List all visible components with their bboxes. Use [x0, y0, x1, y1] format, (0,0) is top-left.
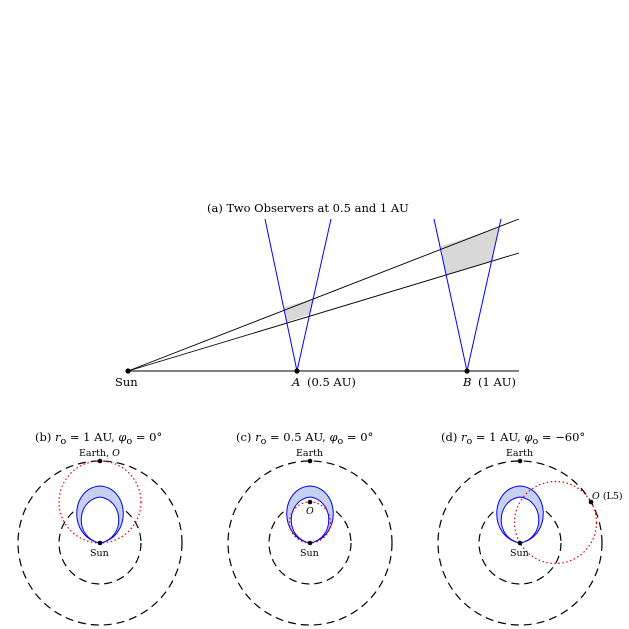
observer-b-point: [464, 368, 470, 374]
panel-a: (a) Two Observers at 0.5 and 1 AU Sun A …: [115, 201, 520, 389]
earth-label-d: Earth: [506, 448, 533, 459]
panel-d-title: (d) ro = 1 AU, φo = −60°: [441, 430, 585, 447]
panel-c-title: (c) ro = 0.5 AU, φo = 0°: [236, 430, 373, 447]
panel-b-title: (b) ro = 1 AU, φo = 0°: [35, 430, 162, 447]
cme-inner-c: [290, 496, 330, 544]
sun-point-c: [307, 540, 313, 546]
sightline-a-right: [296, 218, 332, 372]
observer-point-d: [588, 499, 594, 505]
earth-point-b: [97, 458, 103, 464]
earth-point-c: [307, 458, 313, 464]
panel-d: (d) ro = 1 AU, φo = −60° Earth O (L5) Su…: [437, 430, 623, 626]
sun-label-b: Sun: [90, 548, 109, 559]
observer-a-distance: (0.5 AU): [307, 375, 356, 389]
observer-a-point: [294, 368, 300, 374]
observer-label-c: O: [306, 506, 314, 517]
observer-point-c: [307, 499, 313, 505]
sun-label-d: Sun: [510, 548, 529, 559]
cme-inner-b: [80, 496, 120, 544]
sun-point: [125, 368, 131, 374]
earth-point-d: [517, 458, 523, 464]
sun-label-a: Sun: [115, 375, 138, 389]
orbit-1au-c: [227, 460, 393, 626]
orbit-05au-c: [268, 501, 352, 585]
sun-label-c: Sun: [300, 548, 319, 559]
observer-b-distance: (1 AU): [478, 375, 516, 389]
sightline-b-left: [433, 218, 468, 372]
observer-a-letter: A: [291, 375, 300, 389]
sun-point-d: [517, 540, 523, 546]
sun-point-b: [97, 540, 103, 546]
orbit-05au-b: [58, 501, 142, 585]
observer-b-letter: B: [462, 375, 471, 389]
ray-upper: [127, 218, 520, 372]
sightline-a-left: [264, 218, 298, 372]
observer-circle-d: [513, 480, 598, 565]
earth-label-c: Earth: [296, 448, 323, 459]
observer-label-d: O (L5): [592, 491, 623, 502]
orbit-05au-d: [478, 501, 562, 585]
panel-b: (b) ro = 1 AU, φo = 0° Earth, O Sun: [17, 430, 183, 626]
cme-inner-d: [500, 496, 540, 544]
sightline-b-right: [466, 218, 502, 372]
panel-a-title: (a) Two Observers at 0.5 and 1 AU: [207, 201, 409, 215]
orbit-1au-b: [17, 460, 183, 626]
shaded-region-a: [284, 299, 314, 322]
orbit-1au-d: [437, 460, 603, 626]
observer-circle-c: [288, 501, 332, 544]
ray-lower: [127, 252, 520, 372]
panel-c: (c) ro = 0.5 AU, φo = 0° Earth O Sun: [227, 430, 393, 626]
earth-label-b: Earth, O: [79, 448, 120, 459]
